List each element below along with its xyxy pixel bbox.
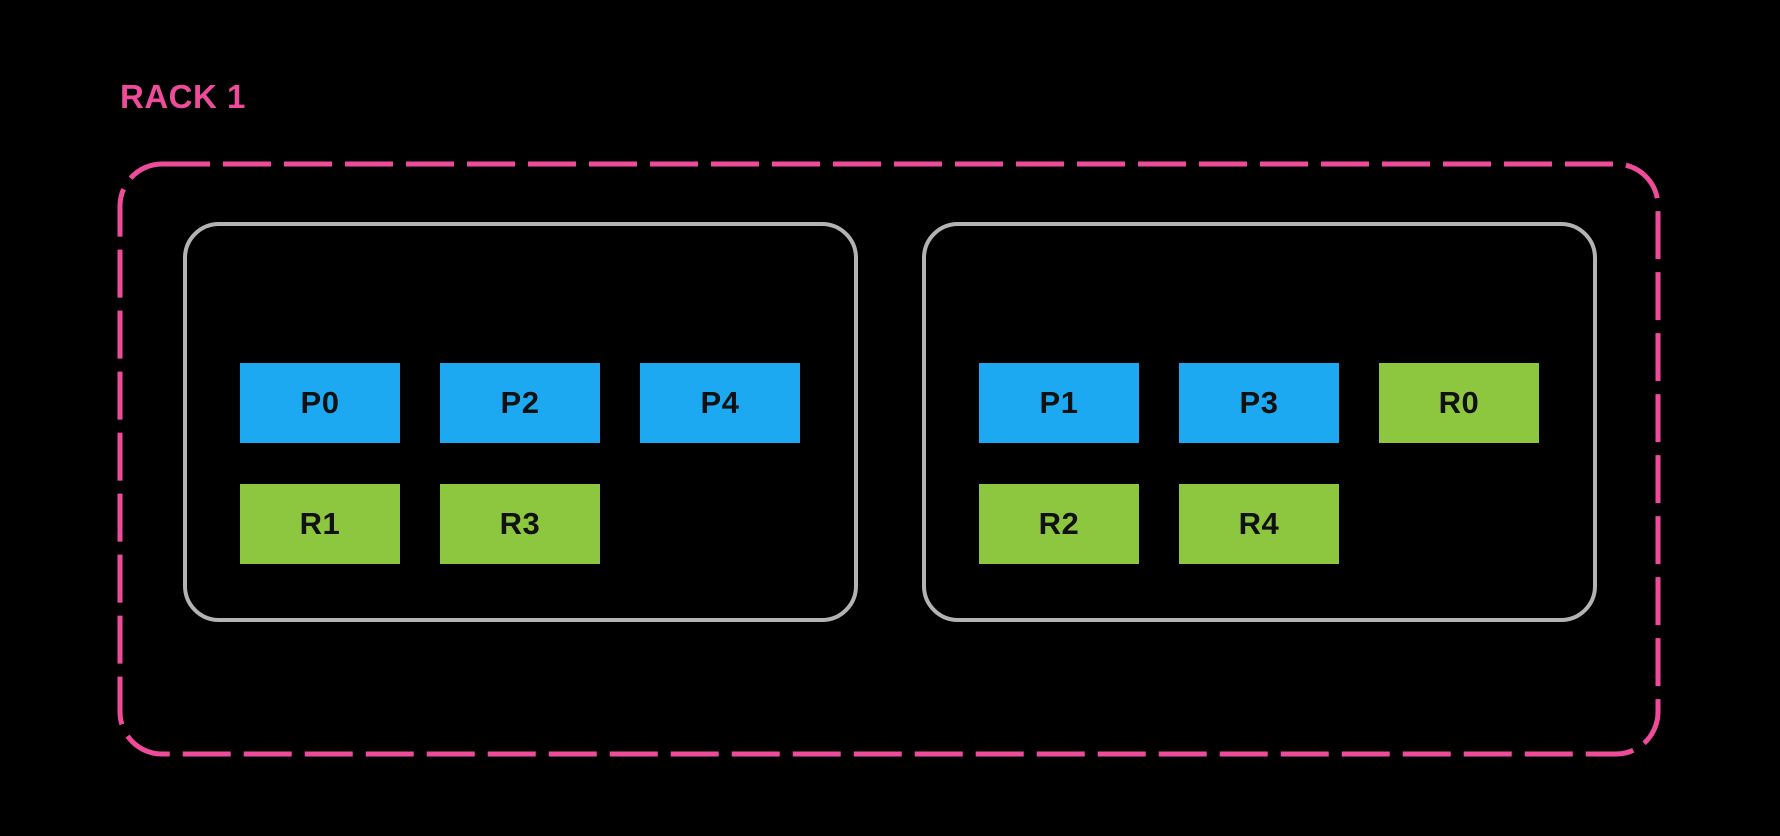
slot-label: R1 (299, 506, 341, 541)
slot-r1: R1 (240, 484, 400, 564)
slot-label: R2 (1038, 506, 1080, 541)
slot-p0: P0 (240, 363, 400, 443)
slot-label: R3 (499, 506, 541, 541)
slot-p2: P2 (440, 363, 600, 443)
rack-title: RACK 1 (120, 78, 246, 115)
slot-r2: R2 (979, 484, 1139, 564)
rack-boundary-rect (117, 161, 1661, 757)
slot-p3: P3 (1179, 363, 1339, 443)
slot-label: R0 (1438, 385, 1480, 420)
slot-label: P2 (500, 385, 540, 420)
slot-r4: R4 (1179, 484, 1339, 564)
slot-r3: R3 (440, 484, 600, 564)
slot-label: P0 (300, 385, 340, 420)
slot-label: P1 (1039, 385, 1079, 420)
slot-p1: P1 (979, 363, 1139, 443)
slot-label: P3 (1239, 385, 1279, 420)
slot-r0: R0 (1379, 363, 1539, 443)
slot-label: R4 (1238, 506, 1280, 541)
slot-label: P4 (700, 385, 740, 420)
rack-boundary (117, 161, 1661, 757)
slot-p4: P4 (640, 363, 800, 443)
